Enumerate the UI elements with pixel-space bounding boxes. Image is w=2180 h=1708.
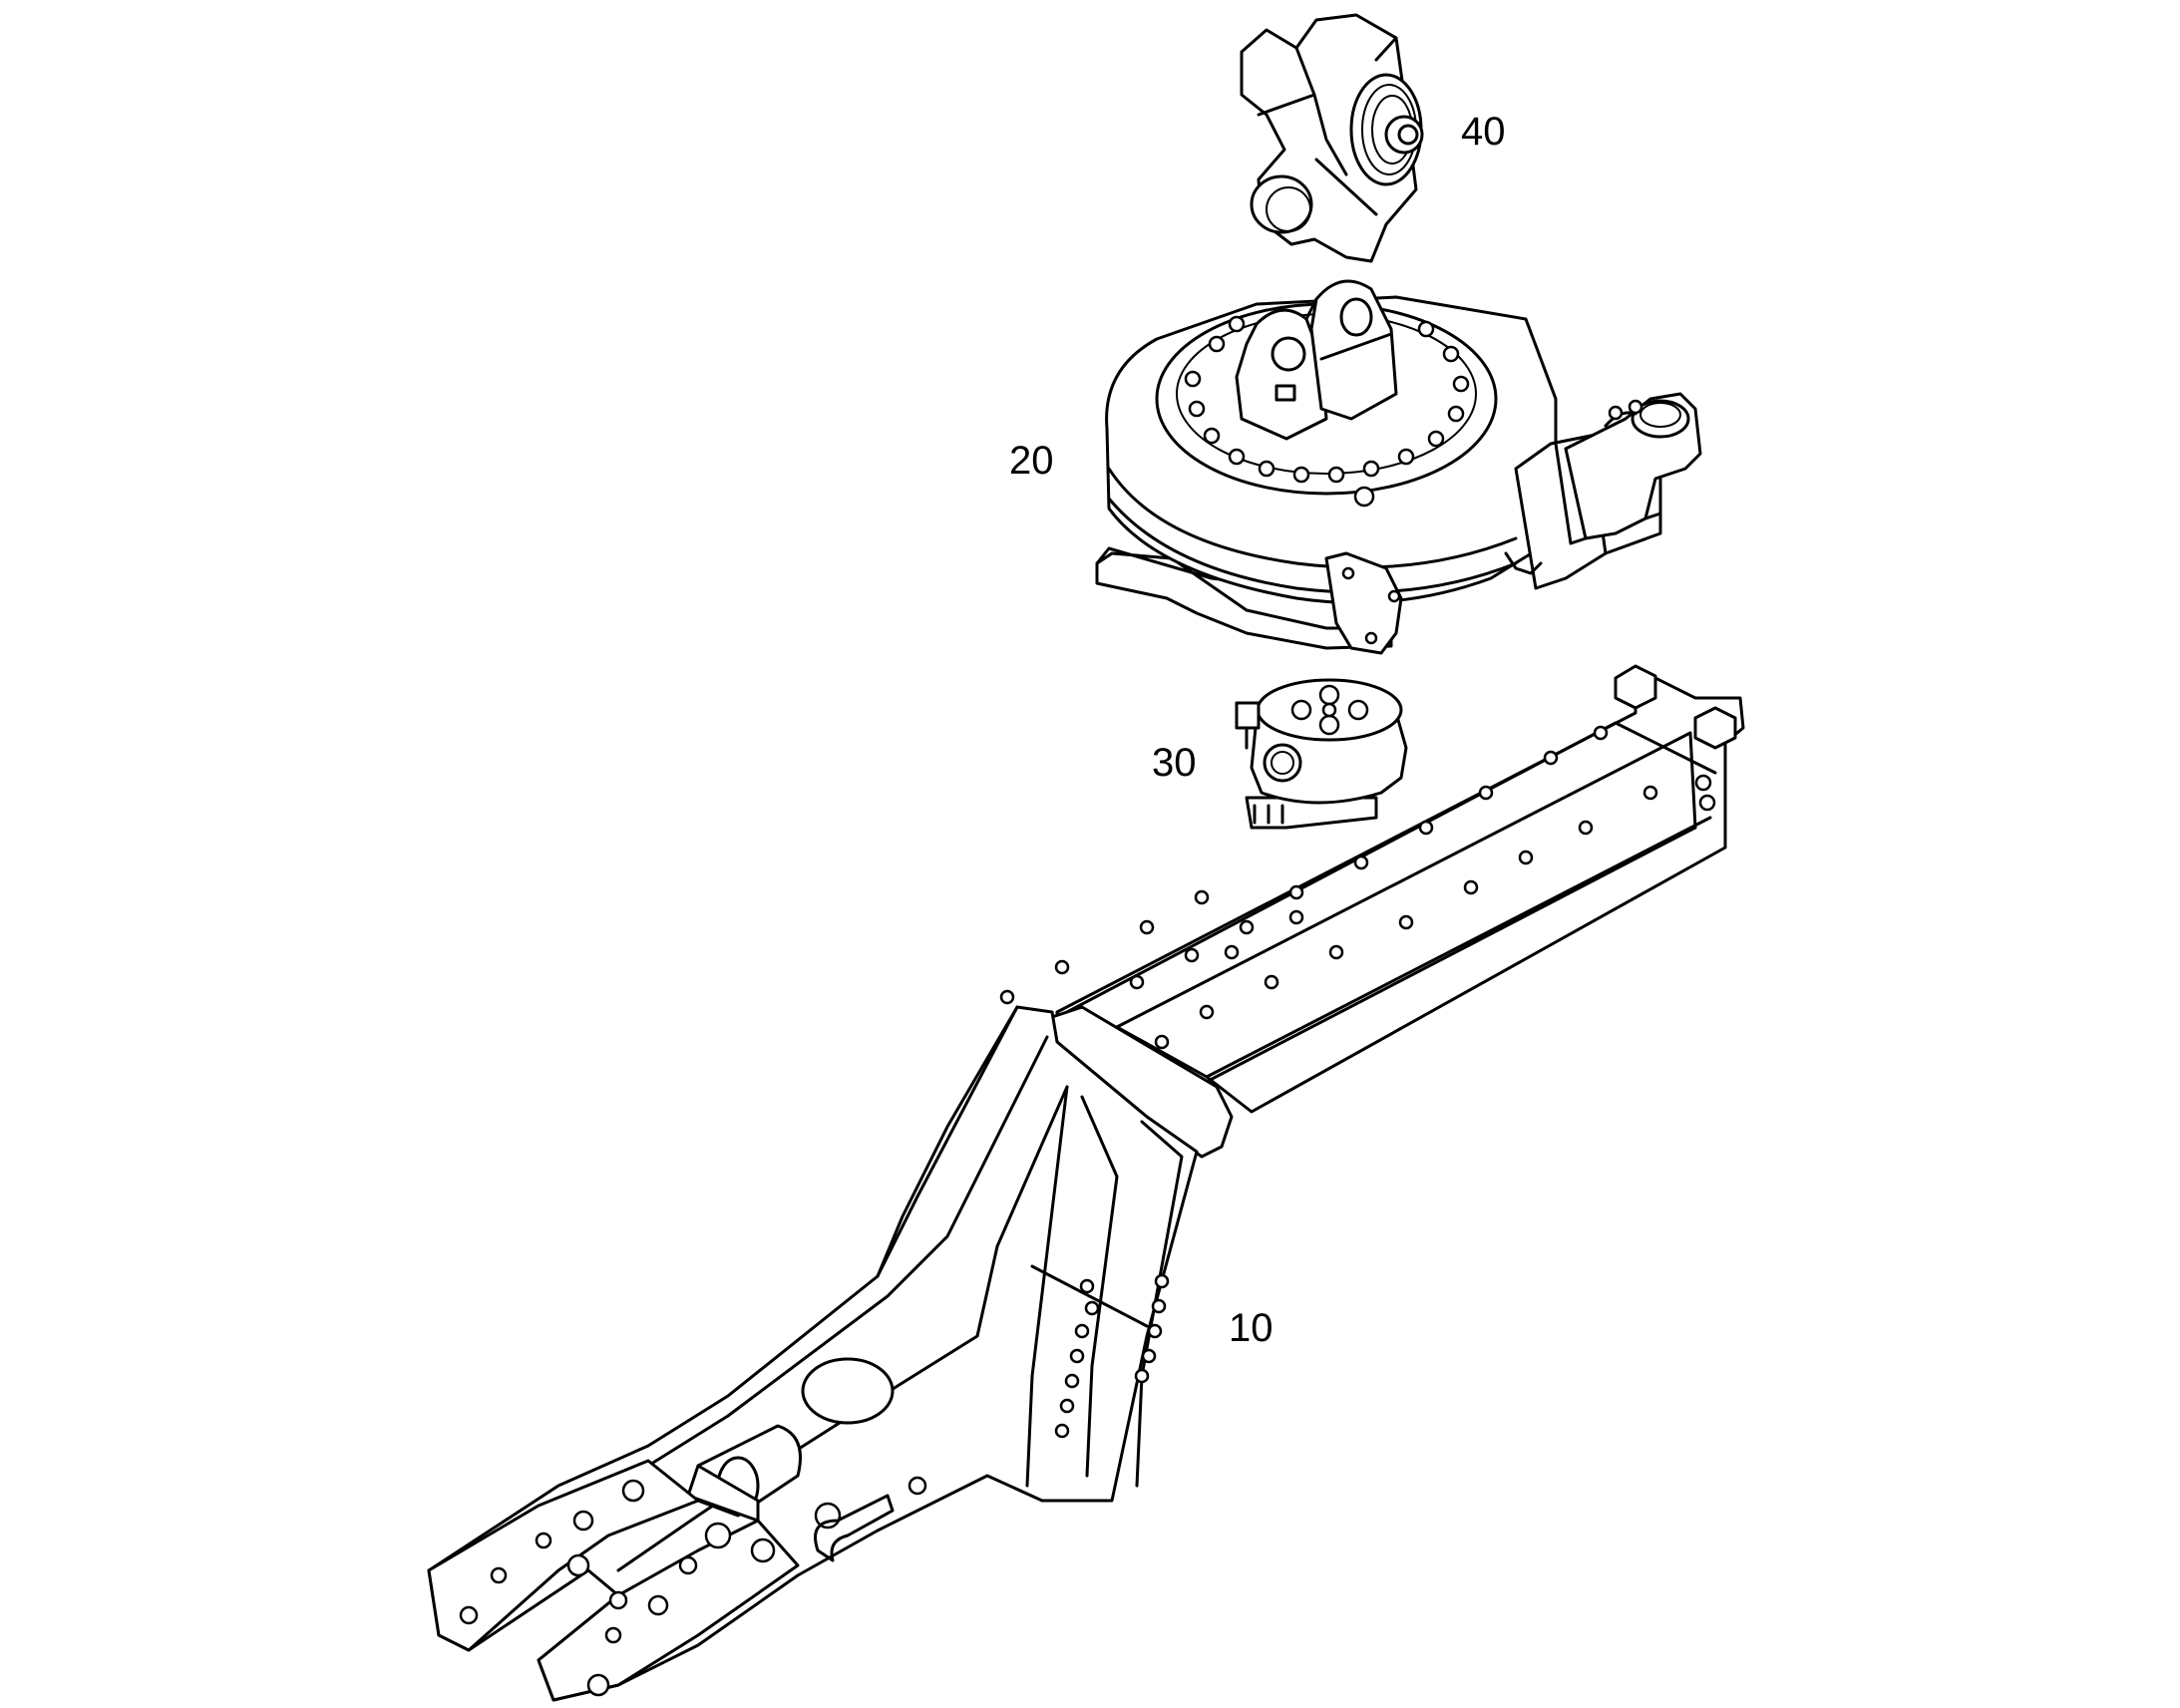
bolt-ring (1184, 315, 1470, 508)
part-10-frame[interactable] (427, 664, 1745, 1702)
beam-holes (999, 725, 1658, 1050)
arm-holes (1054, 1273, 1170, 1439)
callout-30: 30 (1152, 741, 1197, 785)
part-40-valve-block[interactable] (1240, 13, 1424, 263)
callout-40: 40 (1461, 110, 1506, 154)
part-30-swivel-joint[interactable] (1235, 678, 1408, 830)
callout-20: 20 (1009, 439, 1054, 483)
part-20-slewing-ring[interactable] (1095, 279, 1702, 655)
prong-holes (459, 1476, 927, 1697)
callout-10: 10 (1229, 1306, 1273, 1350)
